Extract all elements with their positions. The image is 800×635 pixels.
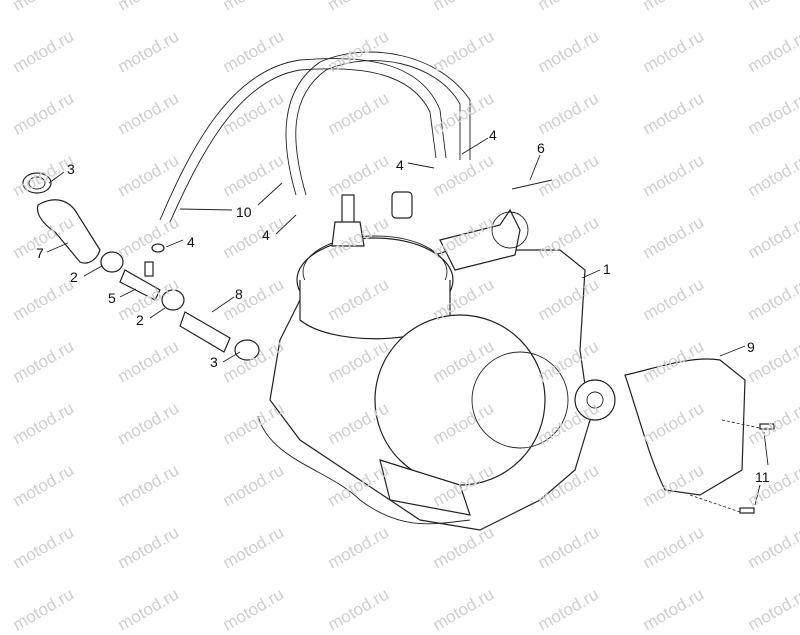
callout-4: 4: [396, 157, 404, 173]
clamp-2-right: [161, 289, 185, 311]
callout-6: 6: [537, 140, 545, 156]
callout-5: 5: [108, 290, 116, 306]
hose-8: [179, 311, 231, 353]
engine-drawing: [22, 51, 775, 531]
callout-4: 4: [262, 227, 270, 243]
callout-8: 8: [235, 286, 243, 302]
thermostat-outlet: [391, 191, 413, 219]
carburetor: [439, 208, 529, 271]
spark-plug: [331, 194, 365, 247]
callout-2: 2: [136, 312, 144, 328]
bolts-11: [689, 419, 775, 514]
callout-3: 3: [210, 354, 218, 370]
sprocket-cover-9: [624, 358, 746, 496]
clamp-2-left: [100, 251, 124, 273]
callout-11: 11: [755, 469, 770, 485]
callout-3: 3: [67, 161, 75, 177]
clip-4-left: [151, 243, 165, 253]
callout-4: 4: [187, 234, 195, 250]
callout-10: 10: [236, 204, 252, 220]
clamp-3-bottom: [234, 339, 260, 361]
callout-2: 2: [70, 269, 78, 285]
clamp-3-top: [22, 172, 52, 194]
sprocket: [574, 379, 616, 421]
cable-6: [511, 179, 553, 190]
callout-4: 4: [489, 127, 497, 143]
callout-1: 1: [603, 261, 611, 277]
t-piece-5: [119, 261, 161, 301]
callout-7: 7: [36, 245, 44, 261]
hose-7: [36, 199, 101, 264]
callout-9: 9: [747, 339, 755, 355]
hose-10: [159, 51, 471, 223]
sensor-wire: [257, 415, 471, 525]
leader-lines: [46, 137, 769, 506]
engine-block-1: [269, 235, 591, 531]
